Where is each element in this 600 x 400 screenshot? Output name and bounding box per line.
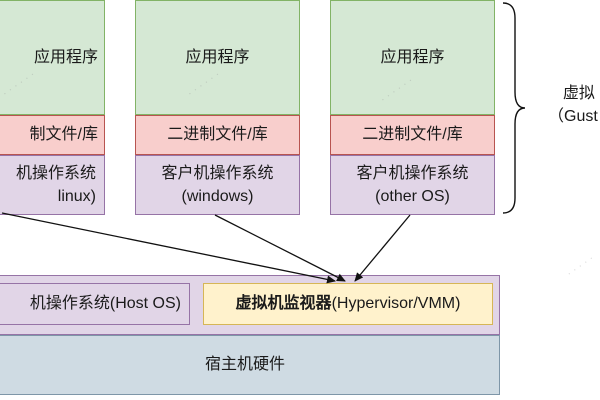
guest-group-label-line1: 虚拟 (562, 85, 595, 102)
watermark: · · · · · (564, 252, 597, 280)
vm1-guest-os-label: 机操作系统 (15, 164, 96, 182)
vm3-binary-library-box: 二进制文件/库 (330, 115, 495, 155)
vm1-application-box: 应用程序 (0, 0, 105, 115)
vm3-guest-os-type: (other OS) (375, 188, 450, 205)
host-hardware-box: 宿主机硬件 (0, 335, 500, 395)
host-os-label: 机操作系统(Host OS) (29, 295, 181, 313)
vm1-guest-os-type: linux) (57, 188, 96, 205)
vm1-binary-library-label: 制文件/库 (29, 126, 98, 144)
vm3-application-label: 应用程序 (380, 48, 445, 66)
vm3-guest-os-box: 客户机操作系统 (other OS) (330, 155, 495, 215)
vm2-binary-library-box: 二进制文件/库 (135, 115, 300, 155)
vm3-binary-library-label: 二进制文件/库 (362, 126, 463, 144)
vm2-guest-os-type: (windows) (181, 188, 254, 205)
vm2-guest-os-box: 客户机操作系统 (windows) (135, 155, 300, 215)
vm1-application-label: 应用程序 (33, 48, 98, 66)
guest-group-label-line2: （Gust (548, 108, 598, 126)
hypervisor-label-cn: 虚拟机监视器 (235, 295, 332, 313)
arrow-vm1-to-hypervisor (1, 212, 336, 284)
guest-group-brace (502, 2, 526, 214)
vm3-application-box: 应用程序 (330, 0, 495, 115)
host-hardware-label: 宿主机硬件 (204, 356, 285, 374)
vm3-guest-os-label: 客户机操作系统 (356, 164, 469, 182)
vm2-application-box: 应用程序 (135, 0, 300, 115)
hypervisor-label: 虚拟机监视器(Hypervisor/VMM) (236, 292, 461, 315)
guest-group-label: 虚拟 （Gust (548, 82, 598, 128)
arrow-vm3-to-hypervisor (354, 214, 411, 282)
arrow-vm2-to-hypervisor (214, 214, 346, 282)
hypervisor-label-en: (Hypervisor/VMM) (331, 295, 461, 313)
hypervisor-box: 虚拟机监视器(Hypervisor/VMM) (203, 283, 493, 325)
host-os-box: 机操作系统(Host OS) (0, 283, 190, 325)
vm1-guest-os-box: 机操作系统 linux) (0, 155, 105, 215)
vm2-guest-os-label: 客户机操作系统 (161, 164, 274, 182)
vm1-binary-library-box: 制文件/库 (0, 115, 105, 155)
vm2-binary-library-label: 二进制文件/库 (167, 126, 268, 144)
vm2-application-label: 应用程序 (185, 48, 250, 66)
